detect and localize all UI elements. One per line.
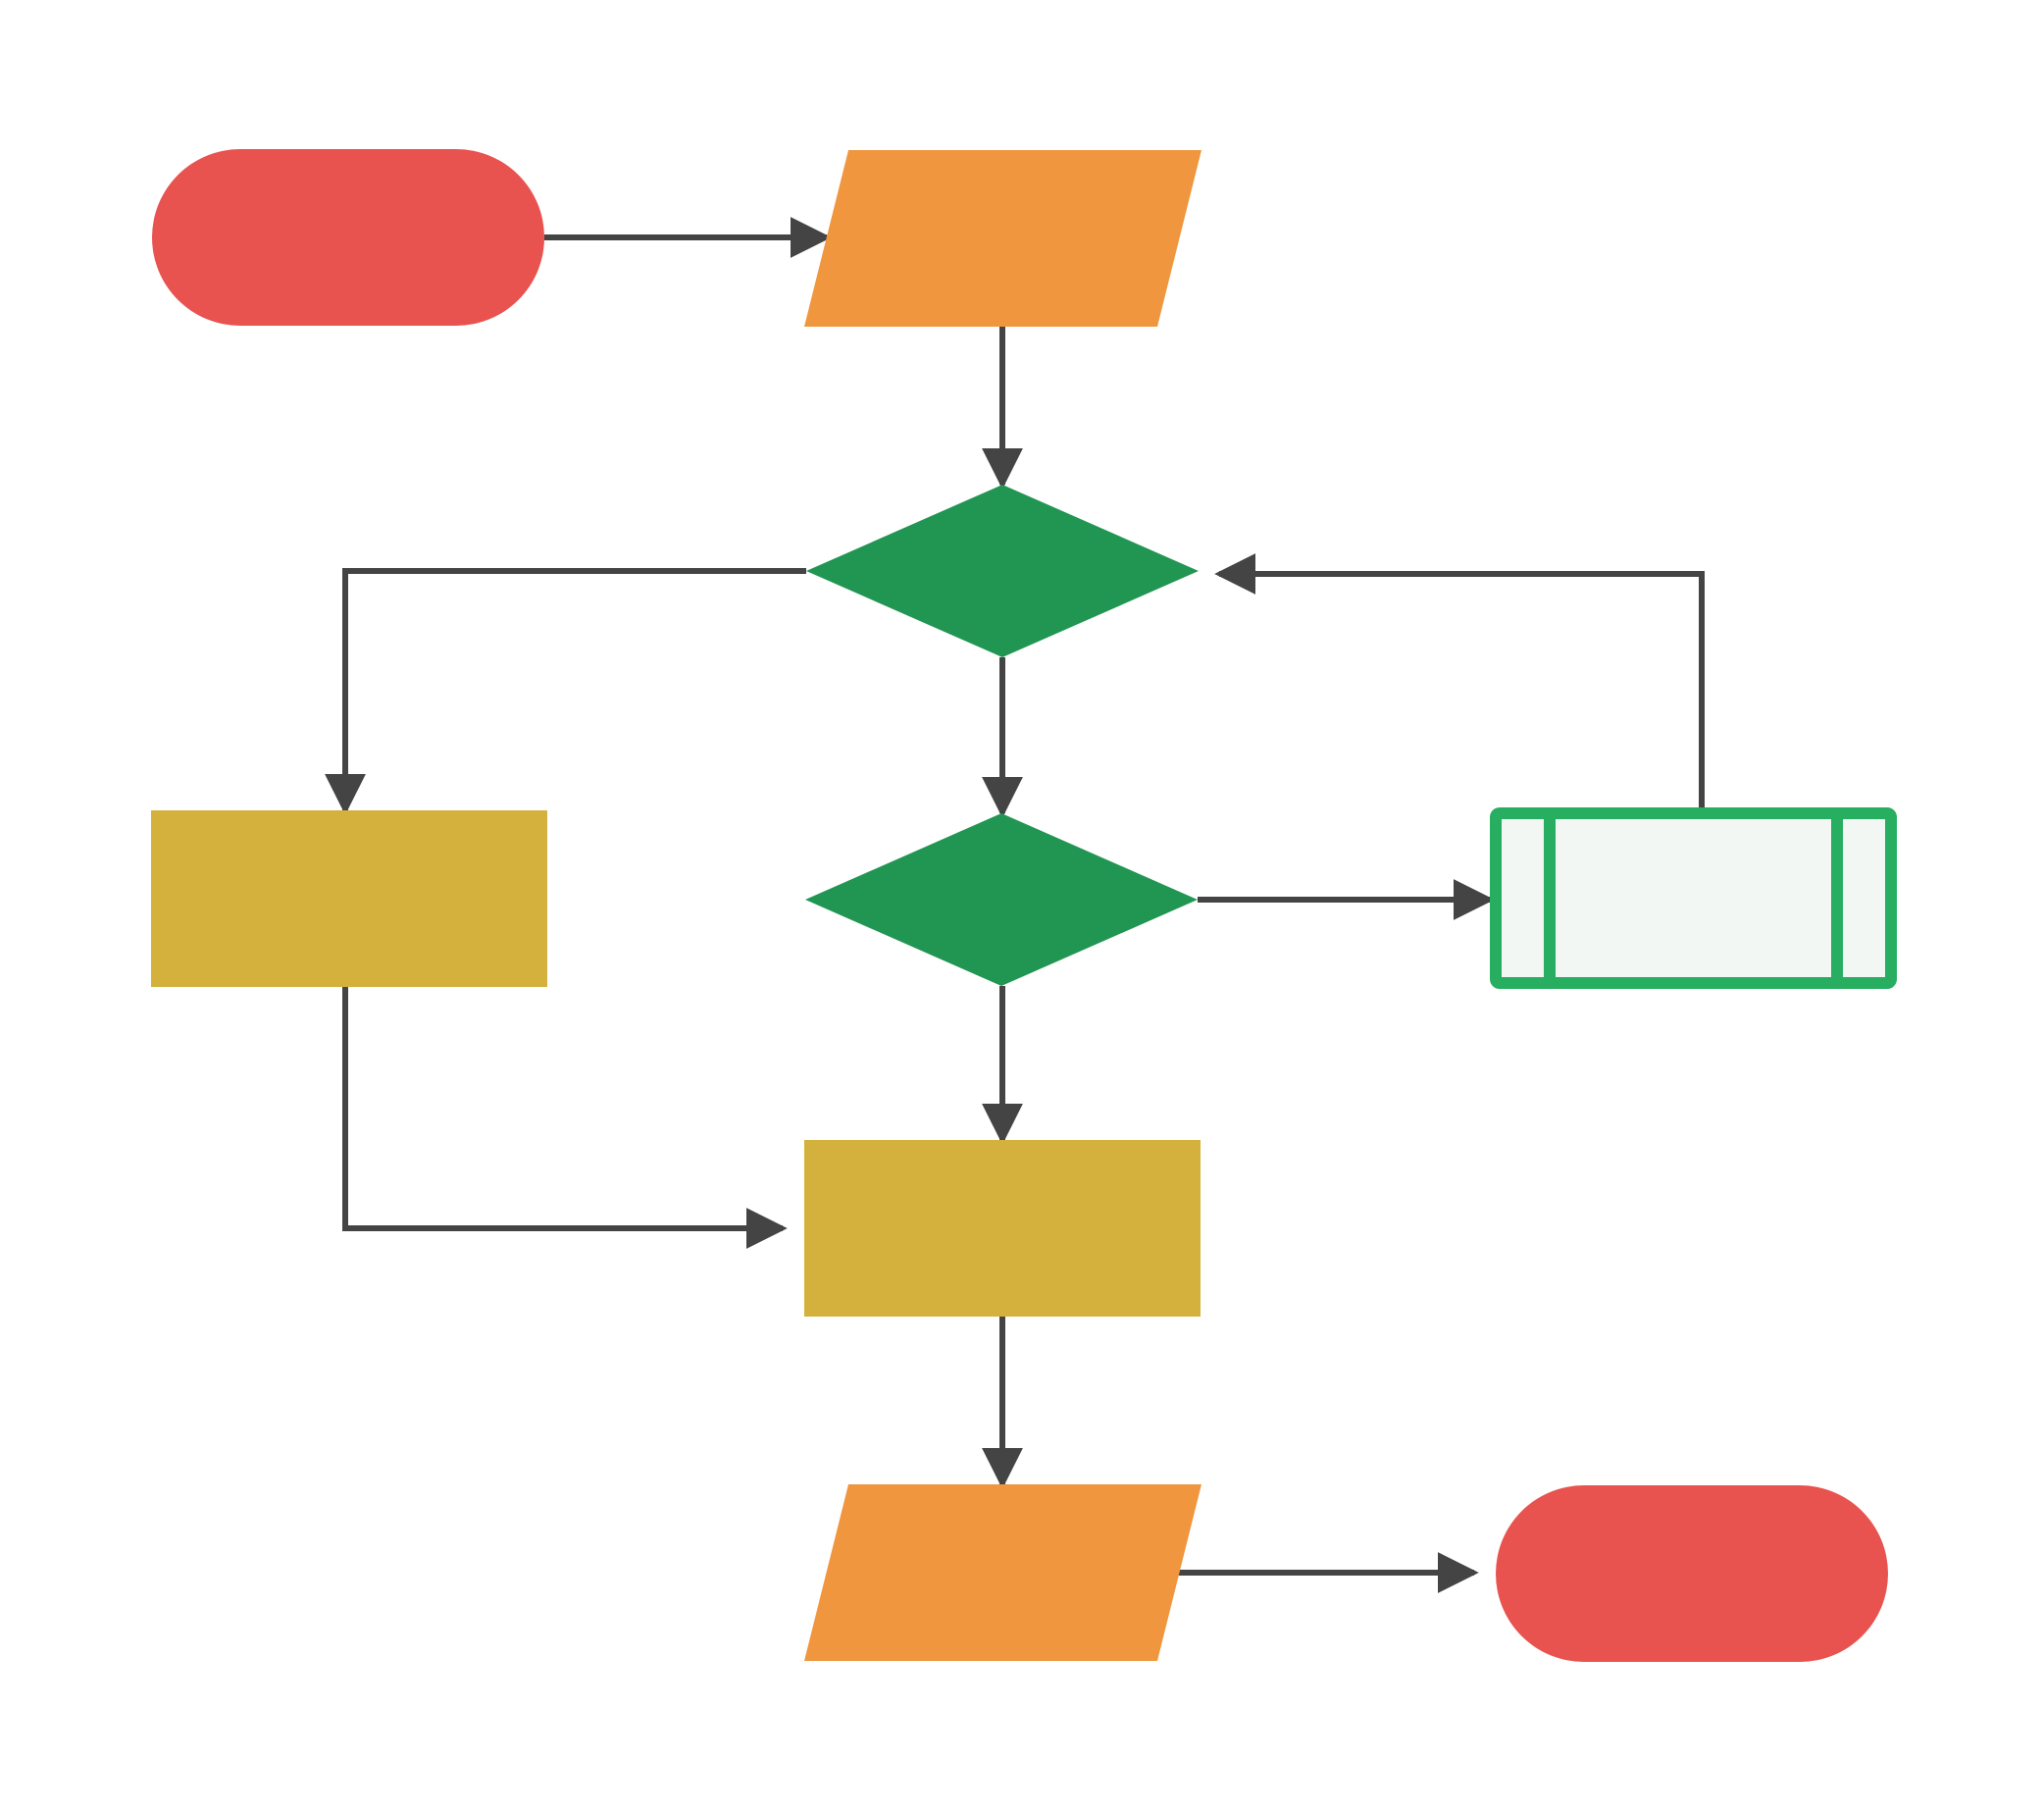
process-main[interactable] bbox=[804, 1140, 1201, 1317]
edges-layer bbox=[325, 217, 1705, 1593]
predefined-process-body bbox=[1490, 807, 1897, 989]
start-terminator[interactable] bbox=[152, 149, 544, 326]
decision-two[interactable] bbox=[805, 813, 1198, 986]
input-io[interactable] bbox=[804, 150, 1201, 327]
edge-process-left-to-process-main bbox=[342, 987, 788, 1249]
nodes-layer bbox=[151, 149, 1897, 1662]
edge-decision-one-left-to-process-left bbox=[325, 568, 806, 815]
end-terminator[interactable] bbox=[1496, 1485, 1888, 1662]
process-left[interactable] bbox=[151, 810, 547, 987]
edge-predefined-process-loopback-to-decision-one bbox=[1214, 553, 1705, 807]
decision-one[interactable] bbox=[806, 485, 1199, 657]
predefined-process[interactable] bbox=[1490, 807, 1897, 989]
output-io[interactable] bbox=[804, 1484, 1201, 1661]
